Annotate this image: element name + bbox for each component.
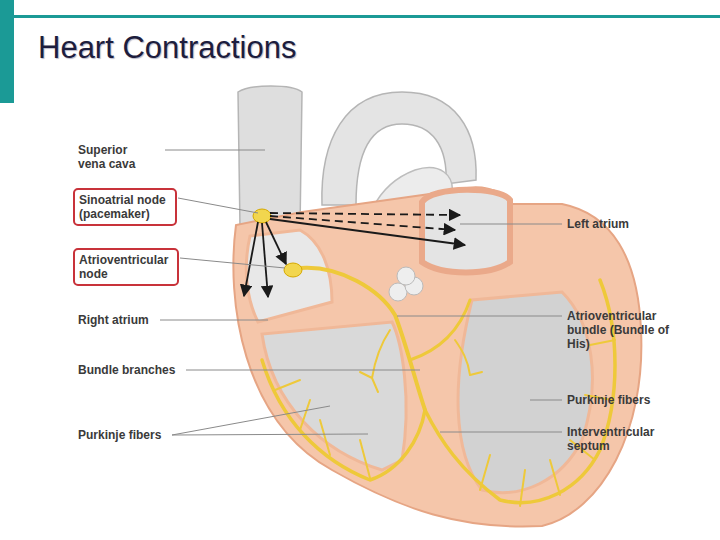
impulse-arrows	[244, 213, 465, 297]
sa-node-symbol	[253, 209, 271, 223]
part-label: Purkinje fibers	[78, 428, 208, 442]
highlight-box: Atrioventricular node	[73, 248, 179, 286]
slide-title: Heart Contractions	[38, 30, 296, 66]
right-atrium-chamber	[246, 230, 332, 322]
leader-lines	[160, 150, 562, 435]
conduction-system	[262, 268, 615, 506]
node-text: Sinoatrial node (pacemaker)	[79, 193, 171, 221]
superior-vena-cava	[238, 86, 302, 228]
frame-bar	[0, 0, 14, 103]
part-label: Interventricular septum	[567, 425, 669, 453]
part-label: Purkinje fibers	[567, 393, 697, 407]
right-ventricle-chamber	[262, 322, 406, 470]
heart-wall	[233, 187, 641, 526]
part-label: Left atrium	[567, 217, 697, 231]
highlight-box: Sinoatrial node (pacemaker)	[73, 188, 177, 226]
frame-line	[14, 15, 720, 18]
part-label: Right atrium	[78, 313, 198, 327]
part-label: Superior vena cava	[78, 143, 153, 171]
valve	[389, 283, 407, 301]
node-text: Atrioventricular node	[79, 253, 173, 281]
valve	[397, 267, 415, 285]
av-node-symbol	[284, 263, 302, 277]
left-atrium-chamber	[422, 190, 510, 273]
part-label: Atrioventricular bundle (Bundle of His)	[567, 309, 669, 351]
part-label: Bundle branches	[78, 363, 208, 377]
